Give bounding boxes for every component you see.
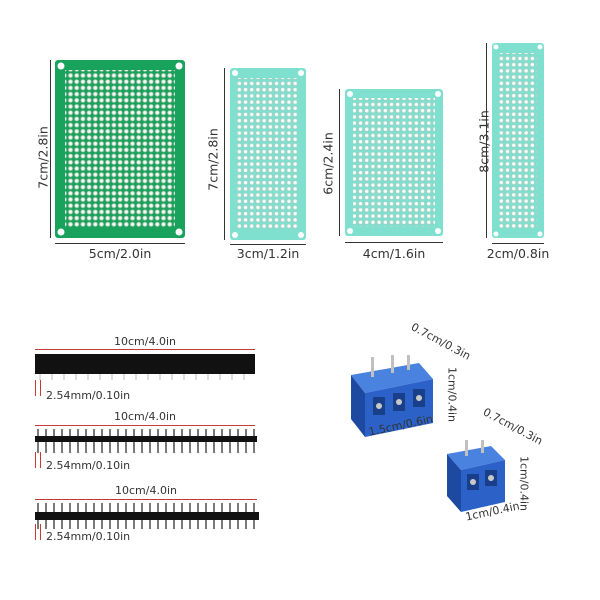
male-header-single-length-label: 10cm/4.0in (114, 410, 176, 423)
board-4x6 (345, 89, 443, 236)
board-4x6-height-line (339, 89, 340, 236)
terminal-3pin-side-label: 1cm/0.4in (445, 367, 459, 422)
male-header-double-length-label: 10cm/4.0in (115, 484, 177, 497)
board-3x7-width-label: 3cm/1.2in (236, 246, 300, 261)
male-header-double-length-line (35, 499, 257, 500)
male-header-double-pitch-marker (35, 524, 41, 540)
board-2x8-width-line (492, 243, 544, 244)
board-2x8 (492, 43, 544, 238)
board-5x7-width-line (55, 243, 185, 244)
board-2x8-width-label: 2cm/0.8in (486, 246, 550, 261)
board-5x7 (55, 60, 185, 238)
male-header-single-pitch-marker (35, 452, 41, 468)
male-header-single-pitch-label: 2.54mm/0.10in (46, 459, 131, 472)
terminal-3pin (351, 355, 433, 437)
female-header (35, 354, 255, 380)
board-3x7-width-line (230, 244, 306, 245)
terminal-2pin (447, 440, 505, 512)
board-4x6-height-label: 6cm/2.4in (320, 132, 336, 195)
board-5x7-height-label: 7cm/2.8in (35, 126, 51, 189)
board-5x7-height-line (50, 60, 51, 238)
board-5x7-width-label: 5cm/2.0in (88, 246, 152, 261)
male-header-double (35, 503, 259, 529)
board-4x6-width-line (345, 242, 443, 243)
board-4x6-width-label: 4cm/1.6in (362, 246, 426, 261)
board-2x8-height-label: 8cm/3.1in (476, 110, 492, 173)
female-header-length-label: 10cm/4.0in (114, 335, 176, 348)
male-header-single (35, 429, 257, 453)
female-header-pitch-label: 2.54mm/0.10in (46, 389, 131, 402)
male-header-single-length-line (35, 425, 255, 426)
male-header-double-pitch-label: 2.54mm/0.10in (46, 530, 131, 543)
female-header-pitch-marker (35, 380, 41, 396)
board-2x8-height-line (486, 43, 487, 238)
board-3x7 (230, 68, 306, 240)
board-3x7-height-label: 7cm/2.8in (205, 128, 221, 191)
female-header-length-line (35, 349, 255, 350)
board-3x7-height-line (224, 68, 225, 240)
